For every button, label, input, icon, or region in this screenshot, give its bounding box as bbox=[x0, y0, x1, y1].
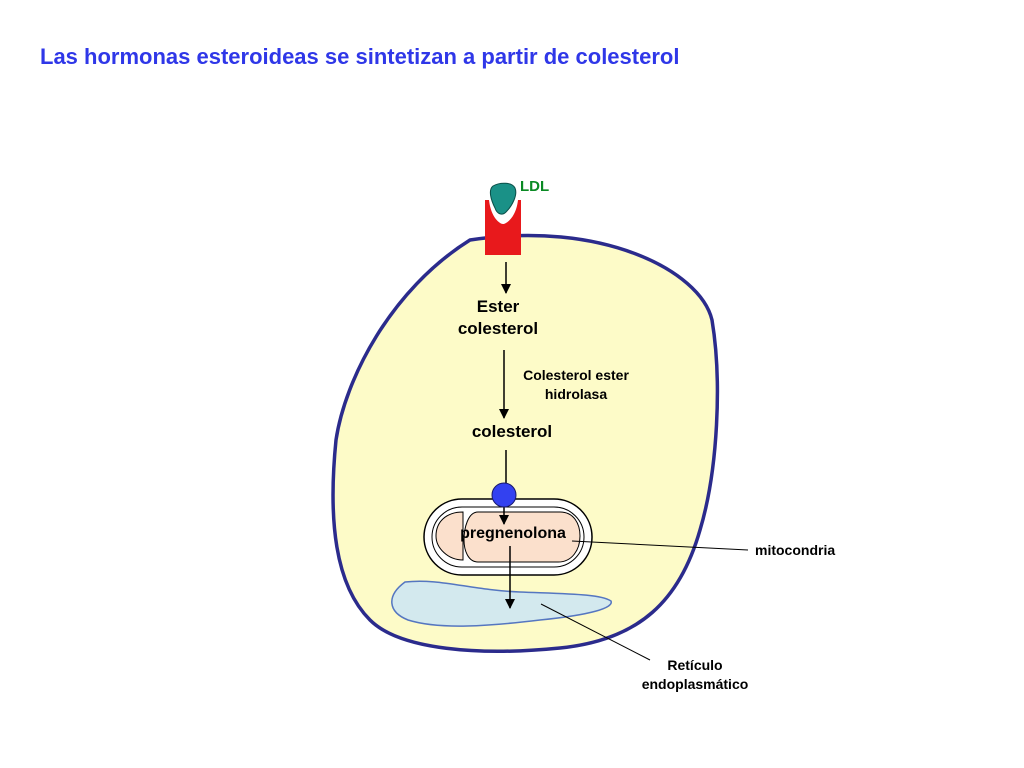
reticulo-label: Retículo endoplasmático bbox=[620, 656, 770, 694]
ldl-label: LDL bbox=[520, 178, 550, 195]
transporter-protein bbox=[491, 482, 517, 508]
ester-colesterol-line2: colesterol bbox=[457, 319, 539, 338]
endoplasmic-reticulum bbox=[391, 580, 612, 627]
enzyme-label-line1: Colesterol ester bbox=[523, 367, 629, 383]
leader-line-reticulo bbox=[540, 603, 651, 661]
ester-colesterol-line1: Ester bbox=[476, 297, 520, 316]
enzyme-label: Colesterol ester hidrolasa bbox=[506, 366, 646, 404]
mitocondria-label: mitocondria bbox=[755, 542, 836, 558]
mitochondrion bbox=[423, 498, 593, 576]
colesterol-label: colesterol bbox=[471, 422, 553, 441]
ldl-receptor bbox=[485, 200, 521, 255]
reticulo-label-line1: Retículo bbox=[667, 657, 723, 673]
enzyme-label-line2: hidrolasa bbox=[544, 386, 608, 402]
leader-line-mitocondria bbox=[571, 540, 749, 551]
ldl-particle bbox=[489, 182, 517, 215]
slide-title: Las hormonas esteroideas se sintetizan a… bbox=[40, 44, 680, 69]
reticulo-label-line2: endoplasmático bbox=[641, 676, 749, 692]
pregnenolona-label: pregnenolona bbox=[460, 525, 566, 542]
ester-colesterol-label: Ester colesterol bbox=[448, 296, 548, 340]
